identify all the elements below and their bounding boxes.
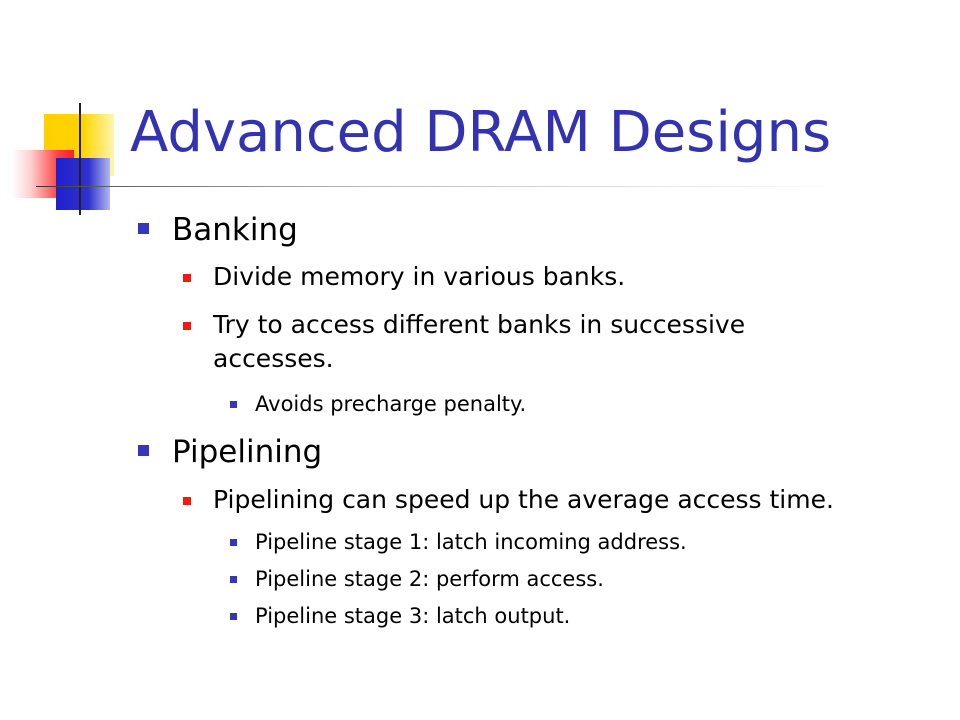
- bullet-square-icon: [183, 274, 191, 282]
- list-item: Pipelining can speed up the average acce…: [183, 483, 834, 517]
- bullet-square-icon: [183, 497, 191, 505]
- list-item: Divide memory in various banks.: [183, 260, 626, 294]
- list-item-banking: Banking: [138, 210, 298, 250]
- list-item-text: Try to access different banks in success…: [213, 310, 746, 339]
- list-item: Pipeline stage 3: latch output.: [230, 602, 571, 630]
- title-underline: [36, 186, 846, 187]
- list-item-text: Pipelining: [172, 434, 323, 470]
- list-item-text: Pipelining can speed up the average acce…: [213, 485, 834, 514]
- list-item: Pipeline stage 2: perform access.: [230, 565, 604, 593]
- bullet-square-icon: [230, 613, 237, 620]
- decor-blue-square: [56, 158, 110, 210]
- list-item-text: Pipeline stage 1: latch incoming address…: [255, 530, 687, 554]
- bullet-square-icon: [230, 401, 237, 408]
- title-decoration: [0, 0, 960, 230]
- list-item-text: Avoids precharge penalty.: [255, 392, 527, 416]
- bullet-square-icon: [230, 576, 237, 583]
- bullet-square-icon: [230, 539, 237, 546]
- decor-vertical-line: [79, 103, 81, 215]
- slide-title: Advanced DRAM Designs: [130, 100, 832, 165]
- list-item-text: Banking: [172, 212, 298, 248]
- list-item-text: Pipeline stage 3: latch output.: [255, 604, 571, 628]
- list-item: Avoids precharge penalty.: [230, 390, 527, 418]
- bullet-square-icon: [138, 223, 149, 234]
- list-item-text: Pipeline stage 2: perform access.: [255, 567, 604, 591]
- list-item: Try to access different banks in success…: [183, 308, 746, 376]
- list-item-text-continued: accesses.: [213, 344, 334, 373]
- list-item-text: Divide memory in various banks.: [213, 262, 626, 291]
- list-item-pipelining: Pipelining: [138, 432, 323, 472]
- bullet-square-icon: [138, 445, 149, 456]
- list-item: Pipeline stage 1: latch incoming address…: [230, 528, 687, 556]
- bullet-square-icon: [183, 322, 191, 330]
